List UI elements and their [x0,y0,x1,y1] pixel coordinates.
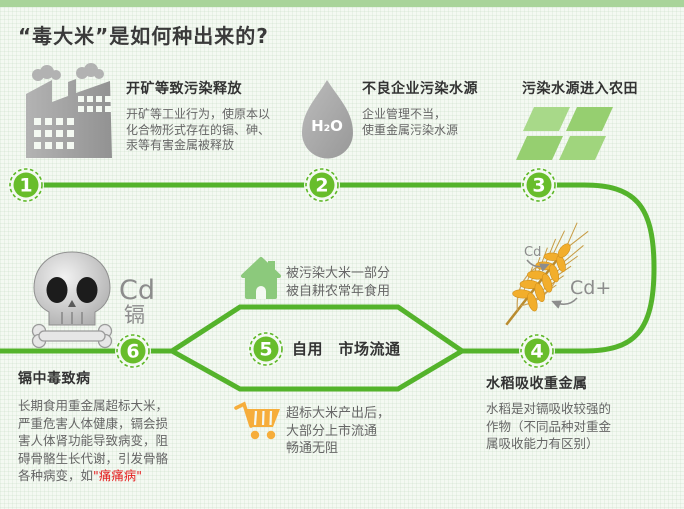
skull-icon [31,251,113,349]
top-accent-bar [0,0,684,7]
house-note: 被污染大米一部分 被自耕农常年食用 [286,265,390,300]
h2o-label: H₂O [311,117,343,135]
step3-text: 污染水源进入农田 [522,82,638,97]
text-line: 企业管理不当， [362,107,447,121]
text-line: 属吸收能力有区别） [486,436,599,451]
bone-icon [31,323,113,349]
wheat-icon [505,222,589,326]
flow-hexagon [167,304,467,392]
step5-label: 自用 市场流通 [292,340,401,358]
text-line-highlighted: 各种病变，如"痛痛病" [18,468,143,483]
cart-note: 超标大米产出后， 大部分上市流通 畅通无阻 [286,405,390,458]
step3-badge: 3 [521,167,557,203]
step2-text: 不良企业污染水源 企业管理不当， 使重金属污染水源 [362,82,478,138]
skull-ge-label: 镉 [124,303,145,327]
text-line: 长期食用重金属超标大米， [18,398,169,413]
text-line: 被污染大米一部分 [286,266,391,281]
text-line: 化合物形式存在的镉、砷、 [126,122,271,137]
svg-text:2: 2 [315,175,328,197]
text-line: 开矿等工业行为，使原本以 [126,107,271,121]
cd-small-label: Cd [524,245,541,260]
cd-plus-label: Cd+ [570,277,611,299]
house-icon [241,257,281,299]
svg-text:6: 6 [126,341,139,363]
text-line: 畅通无阻 [286,441,339,456]
factory-icon [26,63,112,158]
step1-heading: 开矿等致污染释放 [126,81,242,97]
svg-text:4: 4 [530,341,543,363]
step5-badge: 5 [248,331,284,367]
text-line: 水稻是对镉吸收较强的 [486,401,612,416]
step6-text: 镉中毒致病 长期食用重金属超标大米， 严重危害人体健康，镉会损 害人体肾功能导致… [18,372,168,485]
smoke-clouds-icon [32,63,104,81]
text-line: 碍骨骼生长代谢，引发骨骼 [18,450,169,466]
step4-badge: 4 [519,333,555,369]
text-line: 汞等有害金属被释放 [126,138,235,152]
text-line: 超标大米产出后， [286,406,391,421]
svg-text:5: 5 [259,339,272,361]
text-line: 大部分上市流通 [286,423,378,439]
text-line: 严重危害人体健康，镉会损 [18,415,169,431]
step4-heading: 水稻吸收重金属 [486,376,588,392]
cd-arrow-icon [526,259,550,272]
step1-text: 开矿等致污染释放 开矿等工业行为，使原本以 化合物形式存在的镉、砷、 汞等有害金… [126,82,270,154]
svg-text:1: 1 [19,175,32,197]
step1-badge: 1 [8,167,44,203]
page-title: “毒大米”是如何种出来的? [18,24,269,48]
flow-path-top [26,182,657,354]
farm-fields-icon [516,107,613,160]
text-line: 被自耕农常年食用 [286,283,391,299]
step2-badge: 2 [304,167,340,203]
step6-badge: 6 [115,333,151,369]
itai-itai-highlight: "痛痛病" [93,468,143,483]
step2-heading: 不良企业污染水源 [362,81,478,97]
step3-heading: 污染水源进入农田 [522,81,638,97]
text-line: 害人体肾功能导致病变，阻 [18,433,169,448]
text-line: 使重金属污染水源 [362,122,459,137]
svg-text:3: 3 [532,175,545,197]
shopping-cart-icon [234,401,280,440]
step6-heading: 镉中毒致病 [18,371,91,387]
cd-plus-arrow-icon [551,297,578,309]
text-line: 作物（不同品种对重金 [486,418,612,434]
step4-text: 水稻吸收重金属 水稻是对镉吸收较强的 作物（不同品种对重金 属吸收能力有区别） [486,377,611,453]
water-drop-icon: H₂O [302,80,353,159]
skull-cd-label: Cd [119,275,155,306]
